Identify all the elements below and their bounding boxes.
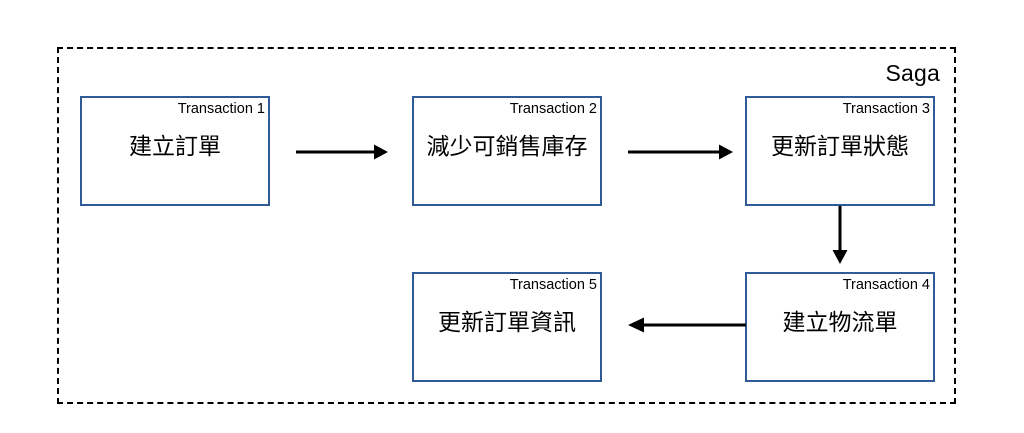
transaction-box-5[interactable]: Transaction 5 更新訂單資訊 (412, 272, 602, 382)
arrow-left-icon-t4-to-t5 (628, 313, 746, 337)
transaction-box-5-label: Transaction 5 (509, 277, 597, 293)
transaction-box-3-label: Transaction 3 (842, 101, 930, 117)
transaction-box-3-title: 更新訂單狀態 (771, 133, 909, 159)
saga-boundary-group: Saga (57, 47, 956, 404)
transaction-box-5-title: 更新訂單資訊 (438, 309, 576, 335)
transaction-box-2-label: Transaction 2 (509, 101, 597, 117)
saga-group-label: Saga (885, 60, 940, 86)
transaction-box-4-label: Transaction 4 (842, 277, 930, 293)
transaction-box-1[interactable]: Transaction 1 建立訂單 (80, 96, 270, 206)
transaction-box-4-title: 建立物流單 (782, 309, 898, 335)
arrow-right-icon-t2-to-t3 (628, 140, 733, 164)
arrow-down-icon-t3-to-t4 (826, 206, 854, 264)
transaction-box-2-title: 減少可銷售庫存 (426, 133, 588, 159)
arrow-right-icon-t1-to-t2 (296, 140, 388, 164)
transaction-box-3[interactable]: Transaction 3 更新訂單狀態 (745, 96, 935, 206)
transaction-box-1-title: 建立訂單 (129, 133, 221, 159)
transaction-box-1-label: Transaction 1 (177, 101, 265, 117)
transaction-box-2[interactable]: Transaction 2 減少可銷售庫存 (412, 96, 602, 206)
transaction-box-4[interactable]: Transaction 4 建立物流單 (745, 272, 935, 382)
